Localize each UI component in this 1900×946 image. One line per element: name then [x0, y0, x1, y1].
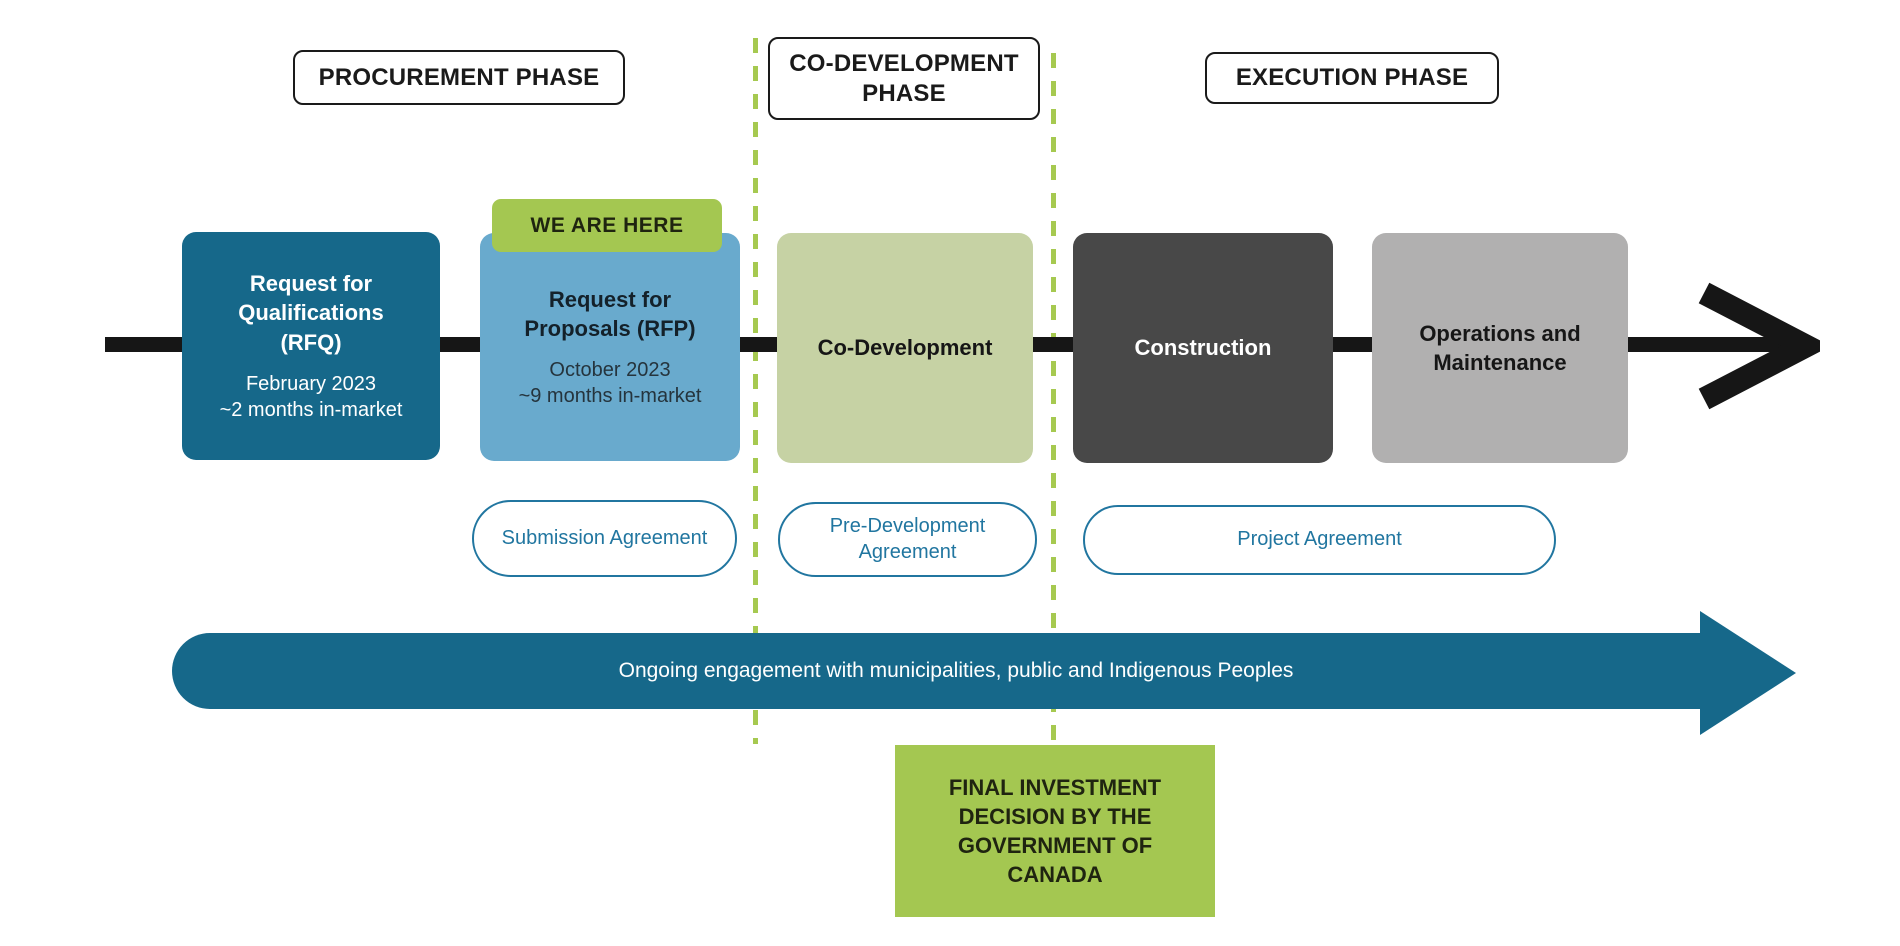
engagement-banner-text: Ongoing engagement with municipalities, …	[618, 659, 1294, 682]
operations-maintenance-title: Operations and Maintenance	[1419, 320, 1581, 375]
engagement-banner: Ongoing engagement with municipalities, …	[172, 633, 1700, 709]
fid-line-4: CANADA	[1007, 862, 1103, 888]
stage-box-rfp: Request for Proposals (RFP) October 2023…	[480, 233, 740, 461]
we-are-here-marker: WE ARE HERE	[492, 199, 722, 252]
fid-line-1: FINAL INVESTMENT	[948, 774, 1162, 800]
phase-label-procurement: PROCUREMENT PHASE	[293, 50, 625, 105]
rfq-title: Request for Qualifications (RFQ)	[238, 271, 384, 355]
stage-box-construction: Construction	[1073, 233, 1333, 463]
phase-divider-dashed-line-left	[753, 38, 758, 744]
submission-agreement-pill: Submission Agreement	[472, 500, 737, 577]
timeline-arrowhead-icon	[1698, 282, 1820, 410]
phase-label-procurement-text: PROCUREMENT PHASE	[318, 63, 600, 91]
rfq-duration: ~2 months in-market	[219, 398, 403, 421]
submission-agreement-label: Submission Agreement	[501, 526, 708, 549]
we-are-here-label: WE ARE HERE	[530, 213, 684, 237]
stage-box-co-development: Co-Development	[777, 233, 1033, 463]
project-agreement-label: Project Agreement	[1237, 528, 1402, 551]
construction-title: Construction	[1134, 335, 1272, 361]
rfp-duration: ~9 months in-market	[518, 385, 702, 408]
phase-label-co-development: CO-DEVELOPMENT PHASE	[768, 37, 1040, 120]
stage-box-rfq: Request for Qualifications (RFQ) Februar…	[182, 232, 440, 460]
phase-label-execution-text: EXECUTION PHASE	[1235, 64, 1469, 91]
phase-label-co-development-text: CO-DEVELOPMENT PHASE	[789, 49, 1019, 107]
phase-label-execution: EXECUTION PHASE	[1205, 52, 1499, 104]
stage-box-operations-maintenance: Operations and Maintenance	[1372, 233, 1628, 463]
rfq-date: February 2023	[245, 372, 377, 395]
fid-line-2: DECISION BY THE	[958, 803, 1152, 829]
co-development-title: Co-Development	[817, 335, 993, 361]
rfp-title: Request for Proposals (RFP)	[524, 286, 696, 341]
rfp-details: October 2023 ~9 months in-market	[519, 357, 702, 409]
final-investment-decision-box: FINAL INVESTMENT DECISION BY THE GOVERNM…	[895, 745, 1215, 917]
rfq-details: February 2023 ~2 months in-market	[220, 371, 403, 423]
project-agreement-pill: Project Agreement	[1083, 505, 1556, 575]
phase-divider-dashed-line-right	[1051, 53, 1056, 745]
engagement-banner-arrowhead-icon	[1700, 611, 1796, 735]
fid-line-3: GOVERNMENT OF	[957, 833, 1153, 858]
rfp-date: October 2023	[549, 359, 671, 382]
pre-development-agreement-pill: Pre-Development Agreement	[778, 502, 1037, 577]
pre-development-agreement-label: Pre-Development Agreement	[829, 514, 986, 563]
